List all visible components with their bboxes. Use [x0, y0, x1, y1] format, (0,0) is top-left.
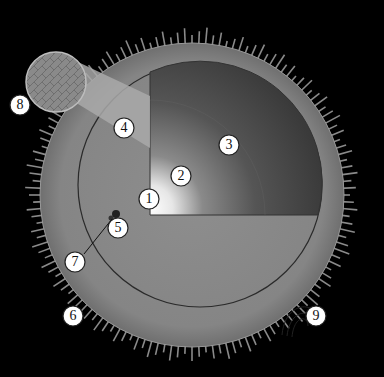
callout-number: 9	[305, 305, 327, 327]
callout-number: 4	[121, 121, 128, 135]
callout-circle	[65, 252, 85, 272]
callout-number: 6	[62, 305, 84, 327]
callout-number: 1	[146, 192, 153, 206]
magnify-cone	[78, 62, 150, 148]
corona-spikes	[25, 28, 357, 361]
callout-circle	[139, 189, 159, 209]
callout-number: 8	[17, 98, 24, 112]
callout-number: 7	[72, 255, 79, 269]
callout-circle	[10, 95, 30, 115]
callout-number: 1	[138, 188, 160, 210]
callout-number: 5	[107, 217, 129, 239]
granulation-inset	[26, 52, 86, 112]
callout-number: 2	[170, 165, 192, 187]
interior-cutaway	[150, 61, 322, 215]
callout-number: 2	[178, 169, 185, 183]
callout-number: 8	[9, 94, 31, 116]
callout-number: 7	[64, 251, 86, 273]
callout-circle	[219, 135, 239, 155]
callout-number: 5	[115, 221, 122, 235]
callout-circle	[171, 166, 191, 186]
callout-number: 3	[218, 134, 240, 156]
callout-circle	[63, 306, 83, 326]
sunspot	[112, 210, 120, 218]
callout-number: 4	[113, 117, 135, 139]
callout-circle	[108, 218, 128, 238]
callout-number: 3	[226, 138, 233, 152]
leader-line	[84, 219, 112, 254]
callout-number: 9	[313, 309, 320, 323]
callout-circle	[306, 306, 326, 326]
radiative-boundary	[150, 100, 265, 215]
callout-number: 6	[70, 309, 77, 323]
callout-circle	[114, 118, 134, 138]
